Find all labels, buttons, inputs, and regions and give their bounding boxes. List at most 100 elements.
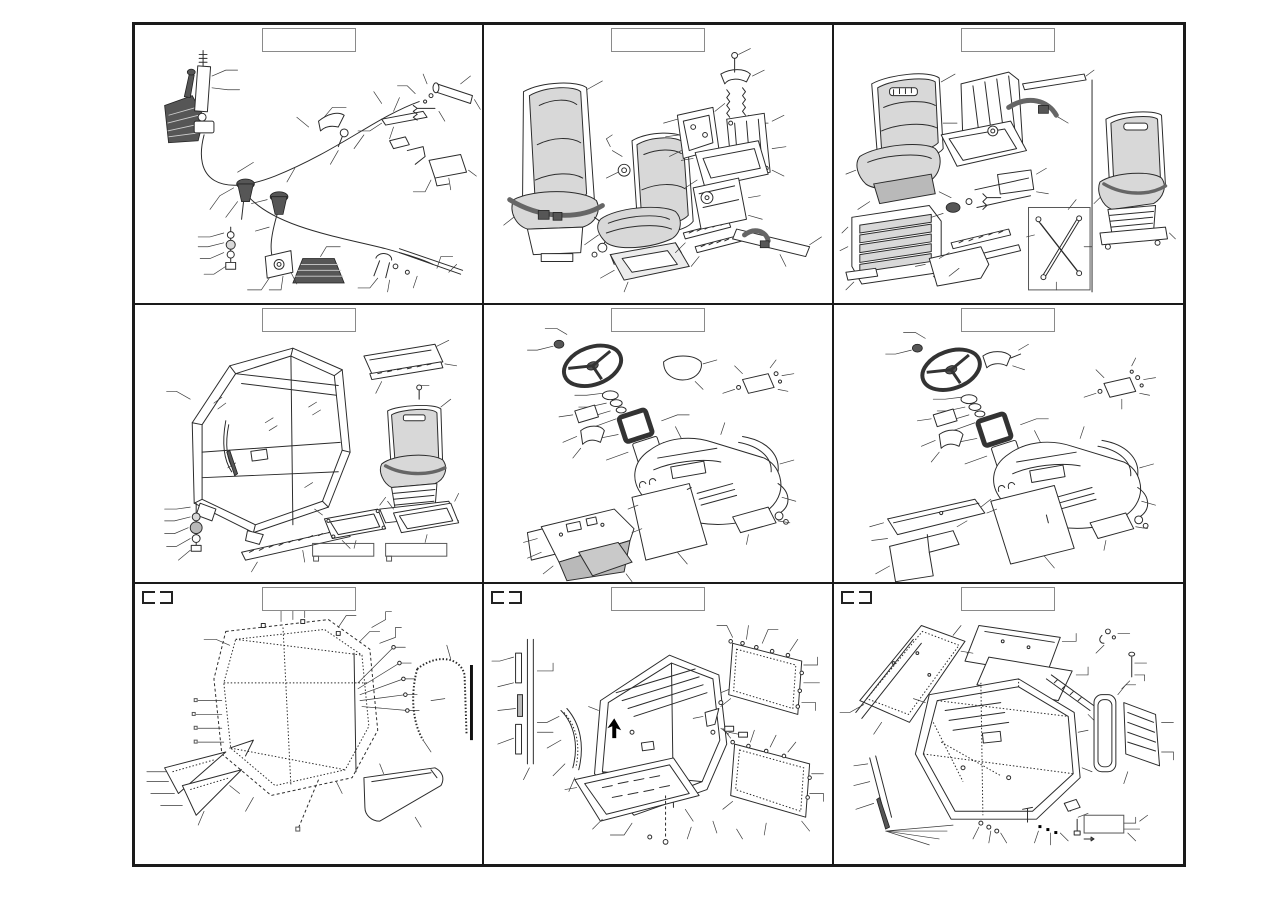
- top-bracket: [720, 48, 765, 85]
- door-seal: [412, 645, 473, 753]
- backrest-cushion: [870, 73, 958, 163]
- panel-9: [834, 584, 1183, 864]
- armrest-bracket: [732, 228, 823, 267]
- panel-5-diagram: [523, 327, 797, 582]
- part-label-box: [312, 542, 375, 557]
- panel-7-diagram: [146, 605, 473, 832]
- panel-9-diagram: [839, 625, 1174, 846]
- top-cover: [663, 355, 718, 390]
- suspension-seat: [373, 384, 459, 531]
- cluster-bezel: [617, 407, 655, 444]
- bracket-marker-icon: [840, 591, 872, 605]
- panel-title-box: [610, 307, 705, 332]
- door-glass: [722, 726, 825, 836]
- cab-outline-seals: [213, 619, 379, 797]
- seat-frame: [940, 71, 1027, 167]
- windshield-glass: [839, 625, 979, 735]
- panel-2-diagram: [503, 48, 823, 293]
- valve-stack: [197, 226, 237, 275]
- floor-mat: [363, 763, 444, 828]
- panel-title-box: [961, 28, 1056, 52]
- seat-cushion: [845, 144, 941, 210]
- wiper-blade: [226, 449, 239, 476]
- cylinder-rod: [397, 73, 481, 122]
- slide-rails: [914, 228, 1021, 287]
- panel-4: [135, 304, 485, 585]
- suspension-mechanism: [930, 167, 1049, 218]
- joystick-knob-icon: [209, 178, 255, 220]
- part-label-tab: [313, 555, 320, 562]
- turn-lever: [982, 343, 1029, 370]
- frame-box: [693, 177, 763, 230]
- panel-title-box: [961, 587, 1056, 612]
- cover-sheet: [628, 477, 708, 565]
- pedal-boot-icon: [292, 246, 345, 284]
- panel-5: [484, 304, 834, 585]
- panel-7: [135, 584, 485, 864]
- seat-pan: [600, 242, 691, 293]
- panel-1: [135, 25, 485, 305]
- panel-8: [484, 584, 834, 864]
- floor-frame: [564, 757, 700, 846]
- panel-title-box: [610, 28, 705, 52]
- scissor-linkage-box: [1025, 199, 1093, 291]
- bracket-cluster: [1083, 357, 1156, 410]
- panel-1-diagram: [164, 50, 481, 293]
- bracket-cluster: [722, 359, 795, 394]
- bracket-marker-icon: [491, 591, 523, 605]
- pillar-trims: [491, 639, 554, 781]
- steering-column-parts: [574, 390, 636, 427]
- column-covers: [916, 408, 964, 462]
- bellows: [839, 205, 942, 291]
- back-frame-plate: [663, 103, 726, 159]
- panel-title-box: [610, 587, 705, 612]
- assembled-seat: [503, 80, 608, 262]
- base-plate: [247, 250, 298, 291]
- horn-button: [911, 343, 923, 353]
- part-label-box: [385, 542, 448, 557]
- lower-panels: [869, 498, 991, 582]
- rear-glass: [716, 625, 821, 716]
- panel-title-box: [961, 307, 1056, 332]
- panel-6-diagram: [869, 331, 1156, 582]
- linkage-rods: [357, 248, 464, 293]
- pilot-valve: [193, 50, 240, 134]
- up-arrow: [607, 718, 622, 739]
- trim-pieces: [146, 739, 254, 826]
- diagram-grid: [132, 22, 1186, 867]
- bracket-marker-icon: [142, 591, 173, 605]
- right-leader-fan: [357, 611, 420, 714]
- wiper: [223, 419, 233, 472]
- steering-wheel: [920, 347, 982, 392]
- cable-end-fittings: [357, 110, 477, 193]
- rear-window-glass: [363, 339, 458, 394]
- seat-belt: [1005, 69, 1095, 124]
- console-cover-panels: [523, 508, 643, 582]
- corner-trim: [537, 708, 583, 793]
- control-cable-2: [248, 197, 434, 265]
- control-cable: [200, 101, 420, 186]
- cab-body: [166, 347, 351, 545]
- panel-3: [833, 25, 1183, 305]
- roof-panels: [960, 625, 1089, 718]
- top-leaders: [271, 605, 381, 642]
- joystick-knob-icon: [251, 191, 289, 261]
- mount-stack: [164, 502, 203, 561]
- lever-bracket: [318, 112, 349, 148]
- panel-8-diagram: [491, 625, 825, 846]
- assembled-seat: [1093, 111, 1176, 250]
- floor-plate-1: [314, 496, 387, 549]
- floor-plate-2: [387, 492, 460, 543]
- small-fasteners-top: [1095, 628, 1147, 690]
- part-label-box: [1083, 815, 1124, 834]
- cab-frame: [912, 678, 1093, 821]
- door-glass-run: [1093, 684, 1174, 785]
- floor-strip: [241, 527, 351, 572]
- cover-sheet: [986, 481, 1075, 568]
- cluster-bezel: [975, 411, 1014, 448]
- panel-title-box: [261, 587, 356, 612]
- panel-6: [833, 305, 1183, 585]
- panel-title-box: [261, 307, 356, 332]
- wiper-arm: [853, 755, 954, 846]
- steering-wheel: [562, 343, 624, 388]
